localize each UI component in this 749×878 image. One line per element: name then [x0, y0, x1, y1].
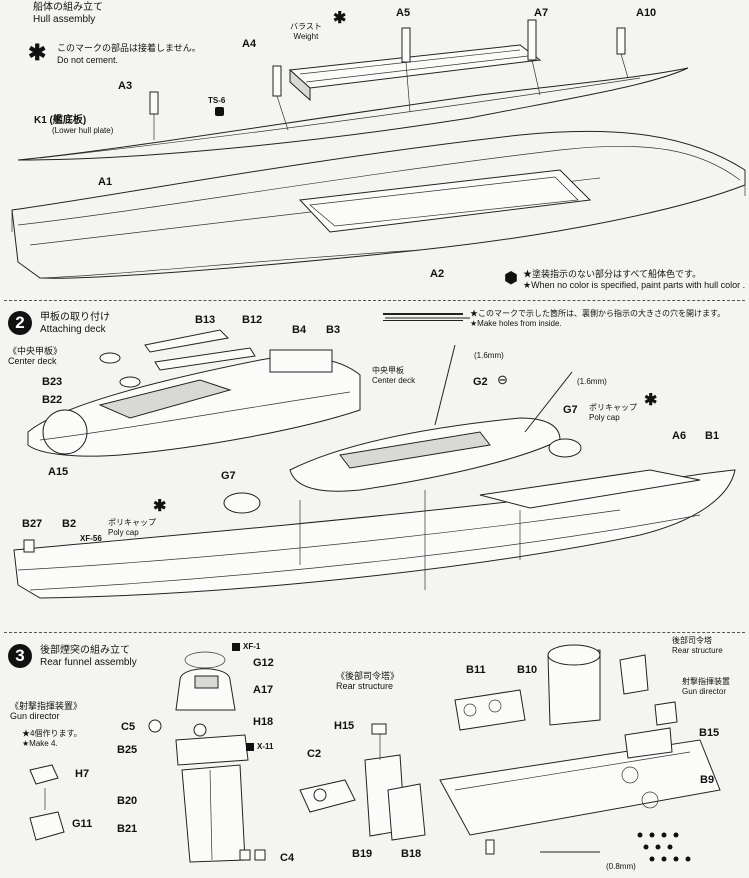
paint-hex-icon: [246, 743, 254, 751]
part-label-b11: B11: [466, 664, 486, 676]
part-label-a4: A4: [242, 38, 257, 50]
part-label-h18: H18: [253, 716, 274, 728]
polycap-label: ポリキャップ Poly cap: [589, 403, 637, 422]
part-label-b22: B22: [42, 394, 63, 406]
make4-note: ★4個作ります。 ★Make 4.: [22, 729, 82, 748]
part-label-b18: B18: [401, 848, 422, 860]
part-label-c5: C5: [121, 721, 136, 733]
part-label-a17: A17: [253, 684, 274, 696]
step3-number: 3: [8, 644, 32, 668]
hole-size-label: (1.6mm): [474, 351, 504, 360]
part-label-b12: B12: [242, 314, 263, 326]
polycap-icon: ✱: [644, 392, 658, 409]
step2-drawing: [13, 317, 736, 599]
part-label-a3: A3: [118, 80, 133, 92]
part-label-h7: H7: [75, 768, 90, 780]
part-label-g11: G11: [72, 818, 93, 830]
part-label-a2: A2: [430, 268, 445, 280]
part-label-b3: B3: [326, 324, 341, 336]
part-label-b2: B2: [62, 518, 77, 530]
part-label-b27: B27: [22, 518, 43, 530]
part-label-b4: B4: [292, 324, 307, 336]
paint-label-xf1: XF-1: [243, 642, 261, 651]
center-deck-label-2: 中央甲板 Center deck: [372, 366, 416, 385]
paint-hex-icon: ⬢: [504, 270, 518, 287]
gun-director-label: 《射撃指揮装置》 Gun director: [10, 701, 83, 721]
part-label-b1: B1: [705, 430, 720, 442]
rear-structure-label-2: 後部司令塔 Rear structure: [672, 636, 723, 655]
weight-label: バラスト Weight: [290, 22, 322, 41]
paint-hex-icon: [232, 643, 240, 651]
no-cement-note: このマークの部品は接着しません。 Do not cement.: [57, 43, 201, 65]
gun-director-label-2: 射撃指揮装置 Gun director: [682, 677, 730, 696]
part-label-a15: A15: [48, 466, 69, 478]
part-label-b19: B19: [352, 848, 373, 860]
part-label-b9: B9: [700, 774, 715, 786]
hole-note: ★このマークで示した箇所は、裏側から指示の大きさの穴を開けます。 ★Make h…: [470, 309, 726, 328]
hull-color-note: ★塗装指示のない部分はすべて船体色です。 ★When no color is s…: [523, 269, 746, 290]
no-cement-icon: ✱: [333, 10, 347, 27]
part-label-b10: B10: [517, 664, 538, 676]
polycap-icon: ✱: [153, 498, 167, 515]
step-divider: [4, 632, 745, 633]
k1-label: K1 (艦底板) (Lower hull plate): [34, 115, 114, 136]
part-label-g2: G2: [473, 376, 488, 388]
part-label-a7: A7: [534, 7, 549, 19]
part-label-g12: G12: [253, 657, 274, 669]
part-label-b21: B21: [117, 823, 138, 835]
step2-number: 2: [8, 311, 32, 335]
step3-title: 後部煙突の組み立て Rear funnel assembly: [40, 645, 137, 668]
part-label-b20: B20: [117, 795, 138, 807]
paint-label-xf56: XF-56: [80, 534, 102, 543]
no-cement-icon: ✱: [28, 40, 47, 65]
part-label-g7-2: G7: [221, 470, 236, 482]
dot-grid: [637, 832, 691, 862]
part-label-b13: B13: [195, 314, 216, 326]
part-label-a5: A5: [396, 7, 411, 19]
part-label-a10: A10: [636, 7, 657, 19]
polycap-label-2: ポリキャップ Poly cap: [108, 518, 156, 537]
part-label-h15: H15: [334, 720, 355, 732]
part-label-ts6: TS-6: [208, 96, 226, 105]
hole-size-label: (1.6mm): [577, 377, 607, 386]
part-label-g7: G7: [563, 404, 578, 416]
part-label-c4: C4: [280, 852, 295, 864]
part-label-c2: C2: [307, 748, 322, 760]
center-deck-label: 《中央甲板》 Center deck: [8, 346, 63, 366]
paint-label-x11: X-11: [257, 742, 274, 751]
part-label-a6: A6: [672, 430, 687, 442]
step3-drawing: [29, 644, 721, 863]
rear-structure-label: 《後部司令塔》 Rear structure: [336, 671, 400, 691]
step-divider: [4, 300, 745, 301]
step1-title: 船体の組み立て Hull assembly: [33, 2, 103, 25]
hole-size-label: (0.8mm): [606, 862, 636, 871]
paint-hex-icon: [215, 107, 224, 116]
part-label-a1: A1: [98, 176, 113, 188]
crosshair-icon: ⊖: [497, 372, 508, 387]
part-label-b15: B15: [699, 727, 720, 739]
part-label-b25: B25: [117, 744, 138, 756]
step2-title: 甲板の取り付け Attaching deck: [40, 312, 110, 335]
step1-drawing: [11, 19, 746, 279]
part-label-b23: B23: [42, 376, 63, 388]
drill-icon: [383, 313, 463, 321]
